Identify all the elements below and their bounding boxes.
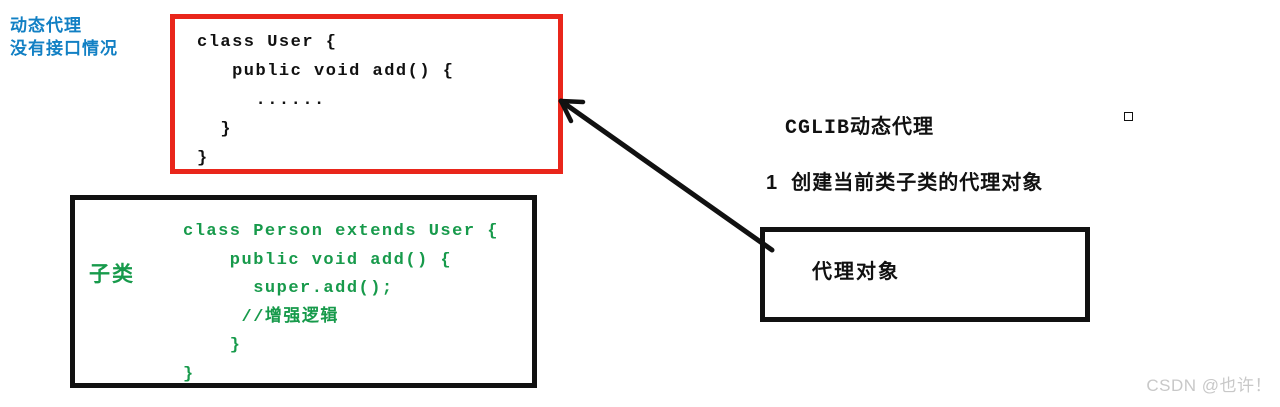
arrowhead-barb-upper (558, 98, 586, 105)
code-line: class Person extends User { (183, 222, 499, 241)
code-line: ...... (197, 91, 326, 110)
code-line: public void add() { (183, 250, 453, 270)
code-line: class User { (197, 33, 338, 52)
code-line: } (183, 336, 242, 355)
square-icon (1124, 112, 1133, 121)
watermark: CSDN @也许！ (1146, 376, 1272, 395)
code-line: //增强逻辑 (183, 307, 339, 327)
code-line: super.add(); (183, 279, 394, 298)
user-class-box: class User { public void add() { ...... … (170, 14, 563, 174)
code-line: public void add() { (197, 62, 455, 81)
user-class-code: class User { public void add() { ...... … (197, 28, 454, 173)
proxy-object-box: 代理对象 (760, 227, 1090, 322)
arrow-shaft (558, 98, 775, 253)
page-title-line2: 没有接口情况 (10, 39, 118, 58)
code-line: } (197, 120, 233, 139)
subclass-label: 子类 (89, 263, 135, 286)
page-title: 动态代理 没有接口情况 (10, 14, 118, 60)
cglib-title: CGLIB动态代理 (785, 117, 935, 140)
code-line: } (197, 149, 209, 168)
step-1-note: 1 创建当前类子类的代理对象 (766, 172, 1044, 194)
person-class-code: class Person extends User { public void … (183, 218, 499, 389)
proxy-object-label: 代理对象 (812, 261, 900, 283)
person-class-box: 子类 class Person extends User { public vo… (70, 195, 537, 388)
page-title-line1: 动态代理 (10, 16, 82, 35)
code-line: } (183, 364, 195, 384)
